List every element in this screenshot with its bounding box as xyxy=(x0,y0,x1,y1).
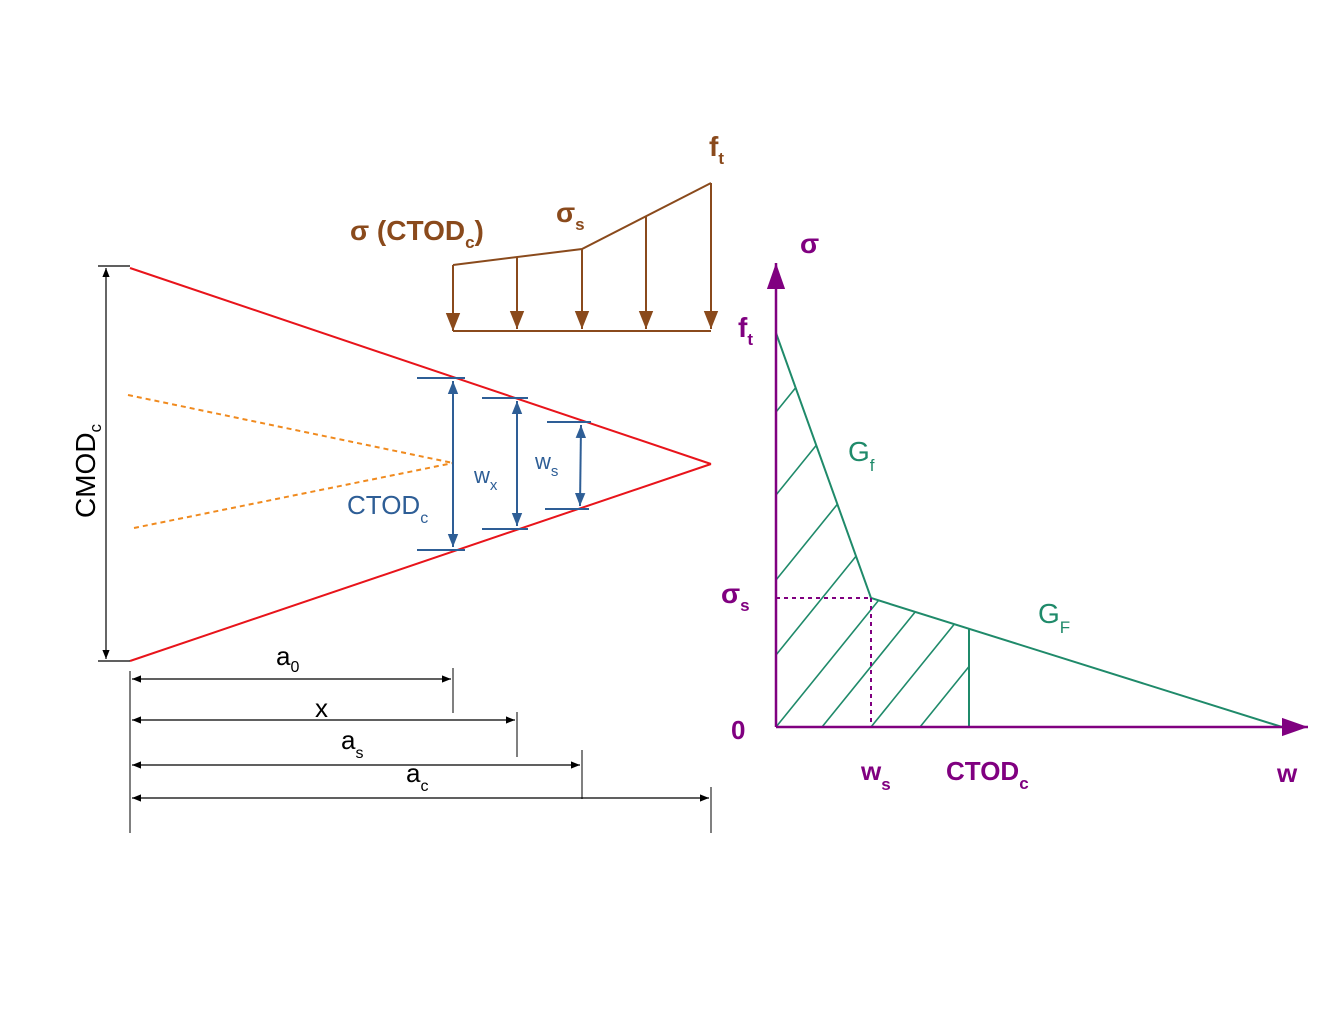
length-dimensions: a0 x as ac xyxy=(129,641,712,833)
ws-label: ws xyxy=(534,449,558,480)
ctod-label: CTODc xyxy=(347,490,428,527)
gF-total-label: GF xyxy=(1038,598,1070,637)
sigma-axis-label: σ xyxy=(800,228,819,259)
ac-label: ac xyxy=(406,758,428,795)
sigma-s-axis-label: σs xyxy=(721,578,750,615)
gf-hatching xyxy=(776,333,969,727)
x-label: x xyxy=(315,693,328,723)
crack-lower-face xyxy=(129,463,712,662)
ft-axis-label: ft xyxy=(738,312,753,349)
cohesive-stress-profile: ft σs σ (CTODc) xyxy=(350,131,724,332)
fictitious-crack-upper xyxy=(127,394,454,464)
ws-arrow xyxy=(574,424,587,507)
ctod-axis-label: CTODc xyxy=(946,756,1029,793)
softening-law-chart: σ w 0 ft σs ws CTODc Gf GF xyxy=(721,228,1308,794)
stress-ft-label: ft xyxy=(709,131,724,168)
stress-sigma-ctod-label: σ (CTODc) xyxy=(350,215,484,252)
gf-label: Gf xyxy=(848,436,875,475)
ws-axis-label: ws xyxy=(860,756,891,794)
cmod-label: CMODc xyxy=(70,423,105,518)
a0-label: a0 xyxy=(276,641,299,676)
softening-curve xyxy=(775,332,1283,728)
w-axis-label: w xyxy=(1276,758,1298,788)
fictitious-crack-lower xyxy=(133,462,454,529)
stress-sigma-s-label: σs xyxy=(556,197,585,234)
crack-upper-face xyxy=(129,267,712,465)
crack-profile: CMODc CTODc wx ws xyxy=(70,265,712,662)
origin-label: 0 xyxy=(731,715,745,745)
as-label: as xyxy=(341,725,363,762)
wx-label: wx xyxy=(473,463,498,494)
